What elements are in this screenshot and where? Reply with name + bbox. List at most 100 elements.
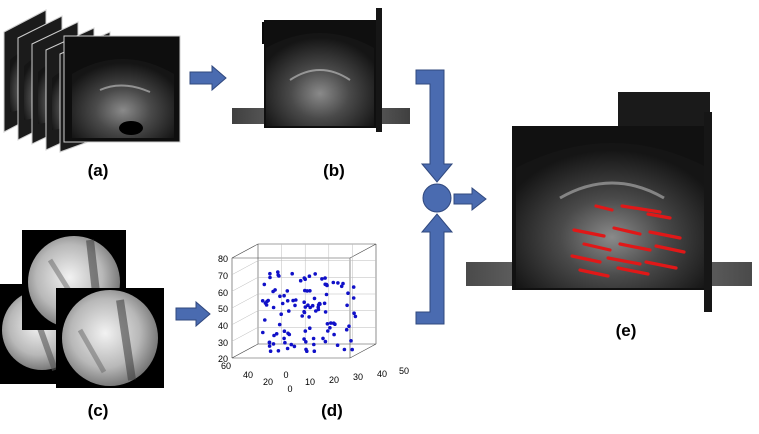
scatter-point — [302, 337, 306, 341]
scatter-point — [320, 277, 324, 281]
scatter-point — [332, 332, 336, 337]
needle-mark — [612, 226, 642, 236]
scatter-point — [286, 331, 290, 336]
needle-mark — [654, 244, 686, 254]
scatter-point — [323, 310, 328, 314]
scatter-point — [335, 343, 340, 348]
needle-mark — [648, 230, 682, 240]
scatter-point — [321, 336, 325, 341]
panel-a-image-stack — [3, 9, 181, 153]
tick-b-0: 0 — [283, 370, 288, 380]
scatter-point — [328, 326, 332, 330]
scatter-point — [268, 275, 272, 280]
scatter-point — [311, 336, 316, 341]
scatter-point — [305, 349, 309, 354]
scatter-point — [272, 333, 276, 338]
needle-mark — [578, 268, 610, 278]
arrow-down-icon — [415, 69, 454, 183]
scatter-point — [306, 303, 310, 308]
scatter-point — [294, 298, 298, 302]
fused-sagittal-slice — [704, 112, 712, 312]
scatter-point — [302, 276, 307, 280]
scatter-point — [278, 294, 282, 299]
panel-label-c: (c) — [88, 401, 109, 420]
scatter-point — [346, 291, 350, 296]
scatter-point — [280, 301, 285, 306]
tick-v-40: 40 — [218, 321, 228, 331]
scatter-point — [291, 298, 295, 303]
scatter-point — [303, 305, 308, 309]
scatter-point — [277, 322, 282, 327]
scatter-point — [353, 314, 358, 319]
arrow-right-icon — [189, 64, 227, 92]
scatter-point — [271, 305, 276, 310]
scatter-point — [274, 332, 279, 336]
scatter-point — [292, 344, 297, 349]
scatter-point — [290, 271, 295, 276]
needle-mark — [646, 212, 672, 220]
panel-label-d: (d) — [321, 401, 343, 420]
scatter-point — [302, 300, 307, 305]
tick-v-50: 50 — [218, 304, 228, 314]
needle-mark — [618, 242, 652, 252]
scatter-point — [267, 344, 272, 348]
scatter-point — [282, 293, 286, 298]
needle-mark — [644, 260, 678, 270]
scatter-point — [302, 309, 306, 314]
scatter-point — [323, 339, 328, 344]
vertical-tick-labels: 80 70 60 50 40 30 20 — [218, 254, 228, 364]
panel-label-b: (b) — [323, 161, 345, 180]
panel-label-a: (a) — [88, 161, 109, 180]
scatter-point — [325, 322, 330, 326]
needle-mark — [606, 256, 642, 266]
merge-circle-icon — [422, 183, 452, 213]
scatter-point — [351, 296, 356, 300]
scatter-point — [341, 281, 345, 286]
tick-b-40: 40 — [377, 369, 387, 379]
needle-marks — [570, 204, 686, 278]
scatter-point — [273, 288, 277, 292]
scatter-point — [304, 340, 308, 344]
scatter-point — [322, 301, 327, 306]
tick-d-0: 0 — [287, 384, 292, 394]
scatter-point — [268, 349, 273, 354]
scatter-point — [276, 349, 281, 353]
scatter-point — [323, 276, 327, 280]
scatter-point — [350, 347, 355, 352]
scatter-point — [283, 340, 287, 345]
needle-mark — [594, 204, 614, 212]
scatter-point — [313, 272, 318, 276]
scatter-point — [308, 326, 312, 331]
tick-d-60: 60 — [221, 361, 231, 371]
scatter-point — [271, 342, 276, 346]
scatter-point — [349, 339, 353, 343]
scatter-point — [282, 329, 287, 334]
bottom-tick-labels: 0 10 20 30 40 50 — [283, 366, 409, 387]
tick-b-50: 50 — [399, 366, 409, 376]
scatter-point — [260, 299, 265, 303]
scatter-point — [305, 289, 310, 293]
needle-mark — [582, 242, 612, 252]
panel-d-3d-scatter: 80 70 60 50 40 30 20 60 40 20 0 0 10 20 … — [218, 243, 409, 394]
scatter-point — [324, 292, 329, 297]
scatter-point — [308, 305, 313, 310]
panel-label-e: (e) — [616, 321, 637, 340]
tick-v-70: 70 — [218, 271, 228, 281]
scatter-point — [285, 299, 290, 303]
sagittal-slice — [376, 8, 382, 132]
scatter-point — [316, 307, 321, 312]
scatter-grid — [231, 244, 376, 344]
scatter-point — [312, 296, 317, 301]
tick-d-20: 20 — [263, 377, 273, 387]
arrow-right-icon — [175, 300, 211, 328]
scatter-point — [352, 311, 356, 316]
tick-d-40: 40 — [243, 370, 253, 380]
scatter-point — [300, 314, 305, 318]
needle-mark — [616, 266, 650, 276]
scatter-point — [329, 321, 333, 325]
scatter-point — [261, 330, 265, 335]
scatter-point — [289, 342, 294, 347]
scatter-point — [314, 309, 318, 313]
needle-mark — [620, 204, 662, 214]
